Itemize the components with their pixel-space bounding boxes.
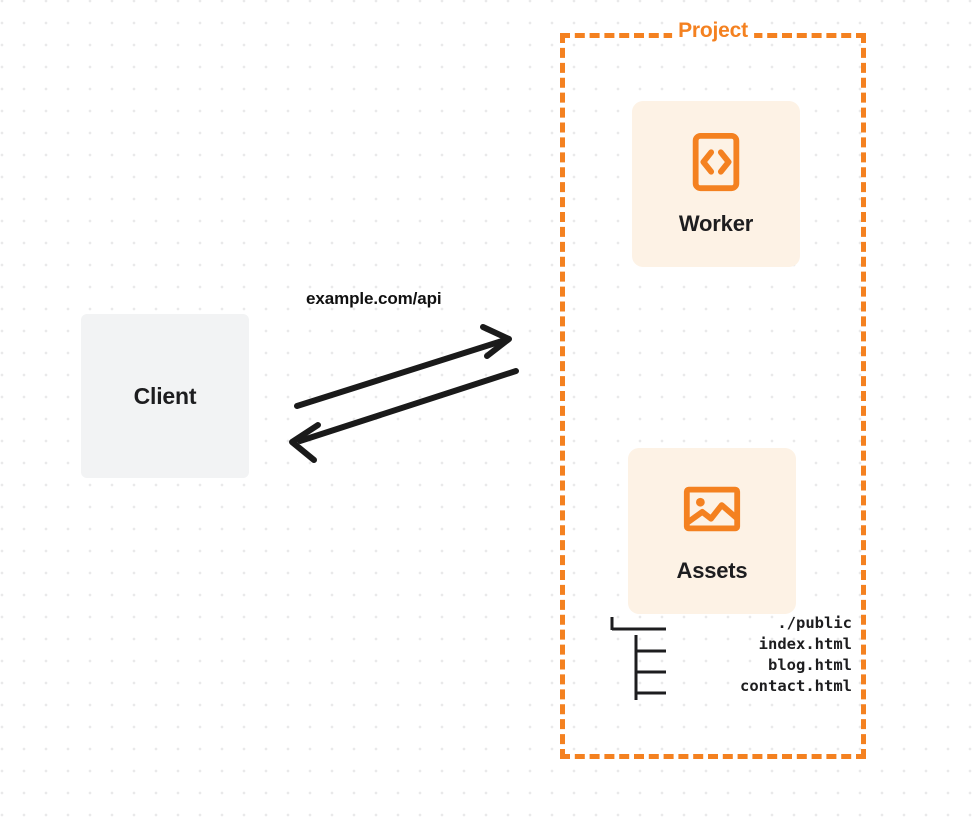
assets-label: Assets [676,558,748,583]
assets-node[interactable]: Assets [628,448,796,614]
request-arrow [294,324,512,409]
project-group: Project Worker Assets [560,19,866,759]
file-tree-row: contact.html [740,677,852,695]
image-icon [683,486,741,532]
project-title: Project [672,19,754,43]
file-tree: ./public index.html blog.html contact.ht… [608,613,856,700]
client-node[interactable]: Client [81,314,249,478]
file-tree-row: ./public [777,614,852,632]
worker-label: Worker [678,211,754,236]
file-tree-row: index.html [758,635,852,653]
response-arrow [289,368,519,463]
file-tree-row: blog.html [768,656,852,674]
code-brackets-icon [692,132,740,192]
worker-node[interactable]: Worker [632,101,800,267]
client-label: Client [133,382,197,409]
connection-label: example.com/api [306,289,442,308]
